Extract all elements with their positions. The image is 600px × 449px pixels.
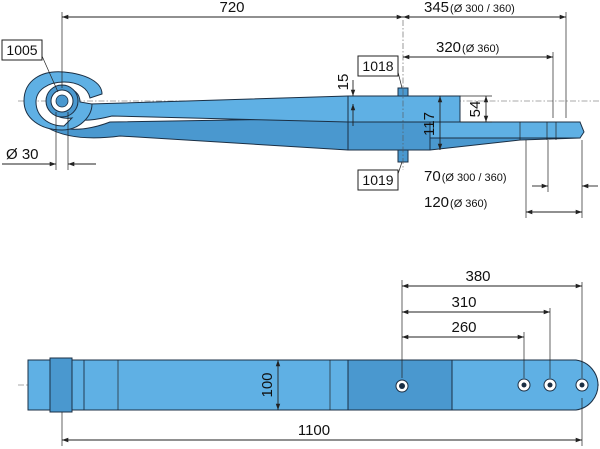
dim-70-value: 70 [424,168,441,185]
part-label-1005-text: 1005 [6,42,37,58]
top-center-bolt [399,383,405,389]
eye-bolt [55,94,69,108]
leaf-tail [429,121,585,139]
top-eye-section [49,357,73,413]
dim-320-value: 320 [436,39,461,56]
dim-345-value: 345 [424,0,449,16]
dim-70-note: (Ø 300 / 360) [442,172,507,184]
dim-260-text: 260 [451,319,476,336]
dim-117-text: 117 [421,112,438,136]
dim-30-text: Ø 30 [6,146,39,163]
side-view: 720 345(Ø 300 / 360) 320(Ø 360) 15 117 5… [1,0,600,218]
dim-120-note: (Ø 360) [450,198,487,210]
tail-hole-1-center [521,382,527,388]
tail-hole-2-center [547,382,553,388]
dim-320-note: (Ø 360) [462,43,499,55]
part-label-1019-text: 1019 [362,172,393,188]
dim-120-text: 120(Ø 360) [424,194,487,211]
dim-100-text: 100 [259,372,276,397]
dim-1100-text: 1100 [298,422,330,439]
dim-345-note: (Ø 300 / 360) [450,3,515,15]
dim-310-text: 310 [451,294,476,311]
dim-70-text: 70(Ø 300 / 360) [424,168,507,185]
top-leaf-body [27,359,599,411]
dim-15-text: 15 [335,74,352,91]
part-label-1005: 1005 [1,39,59,93]
center-clamp-upper [347,95,461,123]
tail-hole-3-center [579,382,585,388]
dim-320-text: 320(Ø 360) [436,39,499,56]
top-view: 380 310 260 100 1100 [18,268,600,446]
center-clamp-lower [347,121,431,151]
dim-120-value: 120 [424,194,449,211]
part-label-1019: 1019 [357,161,403,191]
dim-54-text: 54 [467,101,484,118]
dim-720-text: 720 [219,0,244,16]
dim-345-text: 345(Ø 300 / 360) [424,0,515,16]
part-label-1018-text: 1018 [362,58,393,74]
part-label-1018: 1018 [357,55,403,89]
dim-380-text: 380 [465,268,490,285]
